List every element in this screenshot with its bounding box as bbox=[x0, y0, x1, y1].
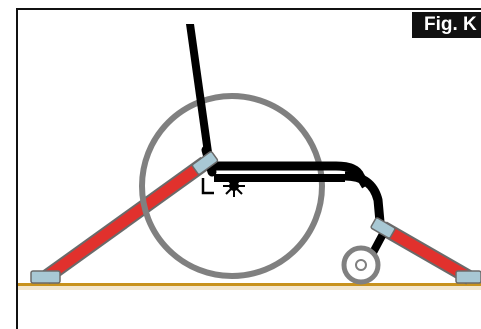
left-strut bbox=[40, 156, 210, 285]
right-top-cap bbox=[370, 217, 396, 239]
figure-label: Fig. K bbox=[412, 12, 481, 38]
caster-hub bbox=[355, 259, 367, 271]
seat-frame-front bbox=[344, 171, 385, 223]
rear-wheel bbox=[139, 93, 325, 279]
sun-burst-axle-icon bbox=[223, 175, 245, 197]
ground-line bbox=[18, 283, 481, 286]
frame-border-left bbox=[16, 8, 18, 329]
frame-border-top bbox=[16, 8, 481, 10]
ground-shadow bbox=[18, 286, 481, 290]
right-foot-cap bbox=[455, 270, 481, 284]
right-strut bbox=[379, 221, 474, 285]
left-foot-cap bbox=[30, 270, 61, 284]
backrest-post bbox=[186, 24, 212, 153]
left-top-cap bbox=[191, 151, 219, 175]
backrest-bracket bbox=[201, 178, 214, 195]
